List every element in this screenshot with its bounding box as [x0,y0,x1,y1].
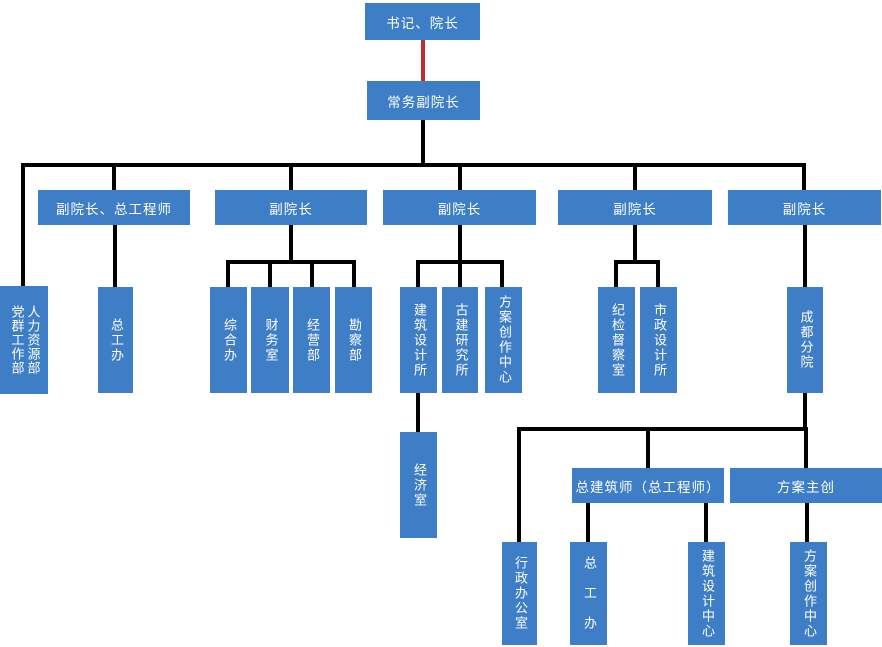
node-scheme-creation-center-label: 方案创作中心 [496,295,511,385]
node-hr-dept-label: 人力资源部 [24,305,40,375]
node-operations-dept: 经营部 [293,287,330,393]
node-municipal-design-institute-label: 市政设计所 [651,302,666,378]
connector-vd2-horizontal [226,260,356,264]
node-architecture-design-institute: 建筑设计所 [400,287,437,393]
node-general-office: 综合办 [210,287,247,393]
connector-drop-vice-dean-5 [802,163,806,190]
connector-drop-party-hr [21,163,25,287]
node-discipline-inspection-office-label: 纪检督察室 [609,302,624,378]
node-chief-engineer-office-2: 总 工 办 [570,542,607,645]
connector-drop-survey-dept [352,260,356,288]
connector-chengdu-stem [803,393,807,431]
node-scheme-creation-center-2: 方案创作中心 [790,542,827,645]
node-chengdu-branch-label: 成都分院 [797,310,813,370]
node-survey-dept: 勘察部 [335,287,372,393]
node-finance-office: 财务室 [251,287,289,393]
node-party-mass-hr-dept: 党群工作部 人力资源部 [0,286,48,394]
connector-drop-municipal-design [656,260,660,288]
node-architecture-design-center-label: 建筑设计中心 [699,548,714,639]
node-chengdu-branch: 成都分院 [787,287,823,393]
node-operations-dept-label: 经营部 [304,317,319,363]
connector-drop-scheme-creation-center-2 [805,503,809,542]
connector-drop-general-office [226,260,230,288]
node-municipal-design-institute: 市政设计所 [640,287,677,393]
node-survey-dept-label: 勘察部 [346,317,361,363]
node-general-office-label: 综合办 [221,317,236,363]
node-discipline-inspection-office: 纪检督察室 [598,287,635,393]
connector-top-horizontal [21,163,806,167]
node-scheme-creation-center: 方案创作中心 [485,287,522,393]
node-admin-office-label: 行政办公室 [512,556,527,631]
connector-drop-vice-dean-3 [458,163,462,190]
connector-vd2-stem [289,225,293,264]
connector-drop-scheme-creation-center [500,260,504,288]
connector-drop-admin-office [517,427,521,542]
connector-drop-chief-architect [646,427,650,468]
connector-drop-vice-dean-4 [633,163,637,190]
node-architecture-design-institute-label: 建筑设计所 [411,302,426,378]
connector-adi-to-economics-office [416,393,420,432]
connector-secretary-to-exec-red [421,40,425,82]
connector-drop-architecture-design-institute [416,260,420,288]
connector-drop-discipline-inspection [614,260,618,288]
connector-drop-chief-engineer-office-2 [586,503,590,542]
node-scheme-lead: 方案主创 [730,468,882,503]
node-vice-dean-4: 副院长 [558,190,712,225]
node-secretary-dean: 书记、院长 [365,3,480,40]
connector-drop-finance-office [268,260,272,288]
node-vice-dean-chief-engineer: 副院长、总工程师 [38,190,190,225]
connector-drop-ancient-building-research [458,260,462,288]
connector-vd5-to-chengdu-branch [803,225,807,287]
node-chief-engineer-office-2-label: 总 工 办 [581,556,596,631]
node-chief-architect: 总建筑师（总工程师） [572,468,724,503]
node-party-mass-dept-label: 党群工作部 [8,305,24,375]
node-chief-engineer-office-label: 总工办 [108,317,123,363]
node-architecture-design-center: 建筑设计中心 [688,542,725,645]
node-chief-engineer-office: 总工办 [98,287,133,393]
connector-drop-architecture-design-center [704,503,708,542]
connector-drop-scheme-lead [804,427,808,468]
node-executive-vice-dean: 常务副院长 [367,81,480,120]
node-ancient-building-research-institute-label: 古建研究所 [452,302,468,378]
node-finance-office-label: 财务室 [262,317,278,363]
connector-drop-vice-dean-chief-engineer [112,163,116,190]
connector-drop-operations-dept [310,260,314,288]
node-vice-dean-2: 副院长 [215,190,367,225]
connector-drop-vice-dean-2 [289,163,293,190]
connector-exec-stem [421,119,425,167]
node-economics-office: 经济室 [400,432,437,538]
connector-chengdu-horizontal [517,427,808,431]
node-economics-office-label: 经济室 [411,462,426,508]
connector-vd3-stem [458,225,462,264]
node-vice-dean-3: 副院长 [383,190,536,225]
node-ancient-building-research-institute: 古建研究所 [442,287,478,393]
connector-vd4-stem [633,225,637,264]
connector-vd4-horizontal [614,260,660,264]
node-scheme-creation-center-2-label: 方案创作中心 [801,548,816,639]
connector-vdce-to-chief-engineer-office [113,225,117,287]
node-vice-dean-5: 副院长 [728,190,881,225]
node-admin-office: 行政办公室 [502,542,537,645]
